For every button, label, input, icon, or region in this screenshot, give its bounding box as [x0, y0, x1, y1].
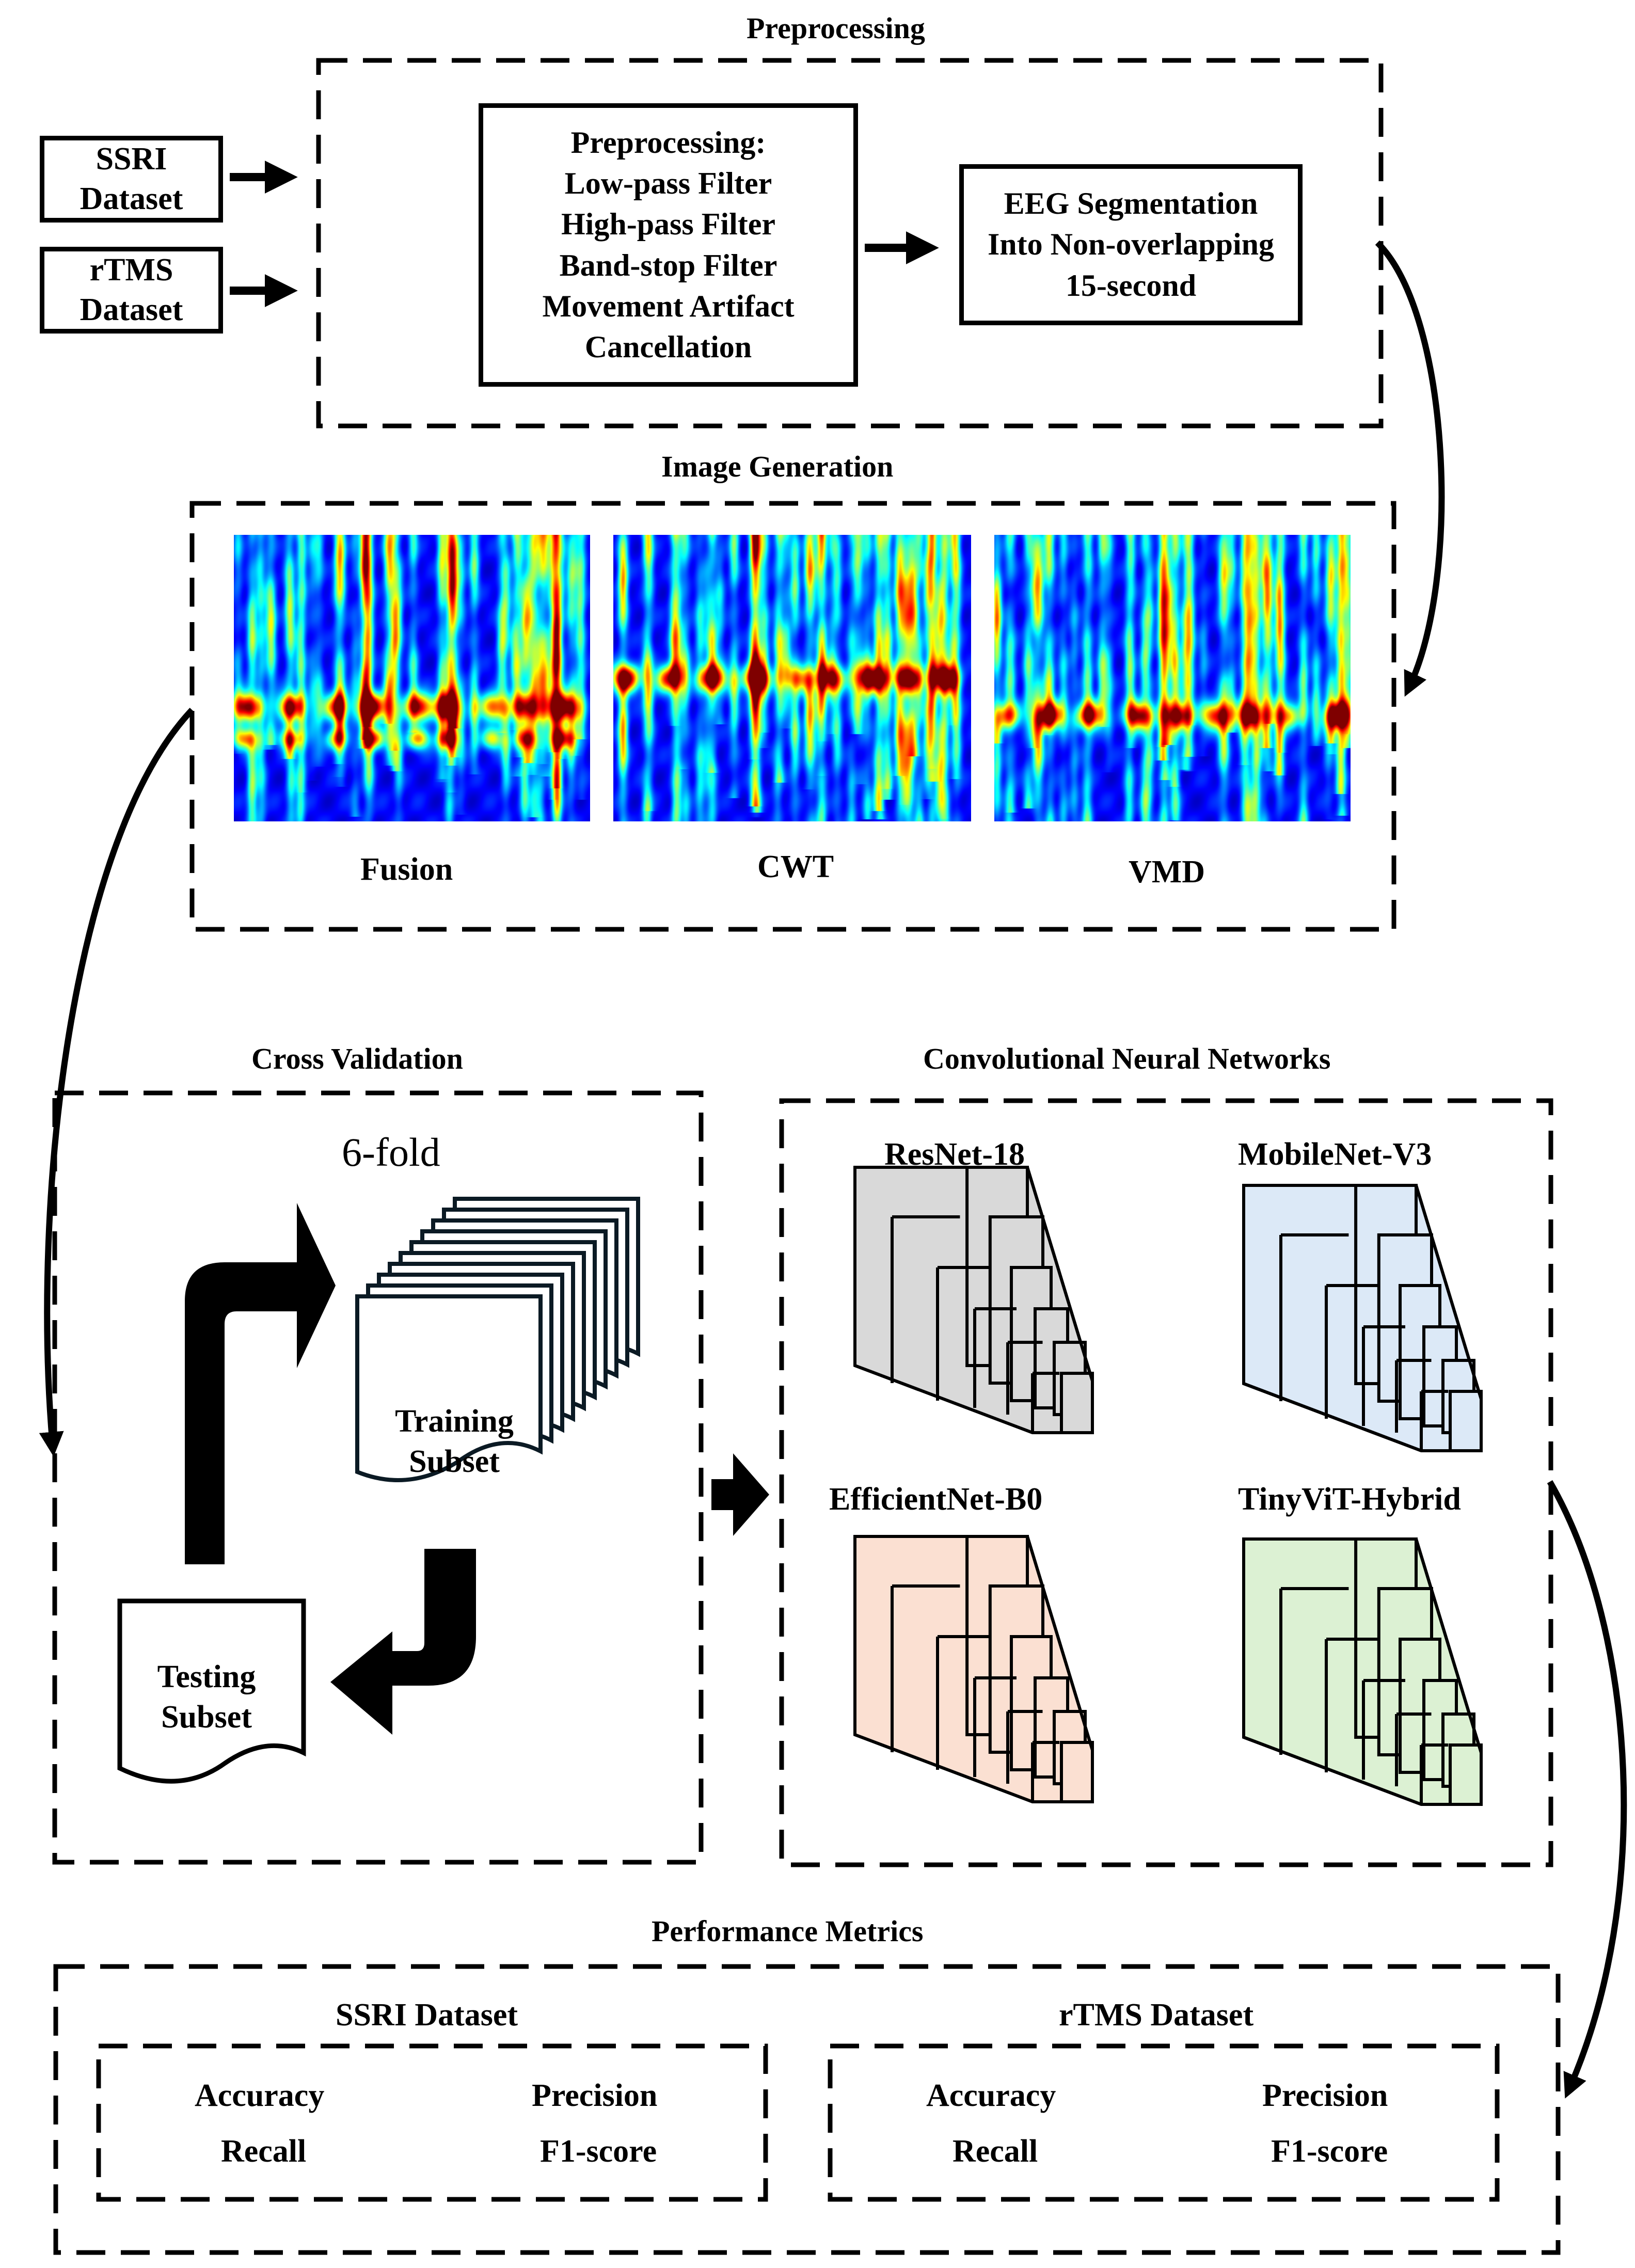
cnn-title: Convolutional Neural Networks	[923, 1042, 1331, 1075]
seg-line-1: EEG Segmentation	[1004, 186, 1258, 221]
network-layer-edge	[973, 1307, 1017, 1408]
network-layer-edge	[1362, 1325, 1405, 1426]
rtms-accuracy: Accuracy	[926, 2078, 1056, 2113]
pre-line-1: Preprocessing:	[570, 125, 766, 160]
resnet-label: ResNet-18	[884, 1137, 1025, 1172]
network-layer-edge	[1242, 1184, 1322, 1384]
tinyvit-block-icon	[1242, 1537, 1483, 1806]
testing-line-2: Subset	[161, 1699, 252, 1735]
network-layer-edge	[1362, 1679, 1405, 1780]
vmd-scalogram	[994, 535, 1351, 821]
network-layer-edge	[1006, 1341, 1043, 1415]
training-document-front	[355, 1294, 543, 1482]
cwt-label: CWT	[757, 849, 834, 884]
network-layer-edge	[1325, 1284, 1377, 1419]
network-layer-edge	[973, 1676, 1017, 1777]
segmentation-box: EEG Segmentation Into Non-overlapping 15…	[959, 164, 1303, 325]
rtms-metrics-container	[828, 2043, 1500, 2202]
testing-subset-label: Testing Subset	[119, 1657, 294, 1737]
rtms-line-1: rTMS	[89, 252, 173, 288]
network-layer-edge	[1031, 1741, 1060, 1802]
network-layer-edge	[1279, 1587, 1349, 1755]
pre-line-2: Low-pass Filter	[564, 166, 772, 201]
network-layer	[1449, 1390, 1483, 1452]
ssri-recall: Recall	[221, 2134, 307, 2169]
network-depth-lines	[1243, 1185, 1483, 1452]
network-layer-edge	[1395, 1359, 1432, 1433]
tinyvit-label: TinyViT-Hybrid	[1238, 1482, 1461, 1517]
pre-line-6: Cancellation	[584, 329, 752, 364]
network-layer-edge	[1031, 1372, 1060, 1433]
network-layer-edge	[1420, 1390, 1449, 1451]
network-depth-lines	[854, 1167, 1094, 1434]
cycle-down-arrow-icon	[330, 1549, 476, 1735]
testing-subset-document	[117, 1598, 306, 1784]
network-layer-edge	[853, 1535, 933, 1735]
network-layer-edge	[1242, 1537, 1322, 1737]
ssri-f1: F1-score	[540, 2134, 657, 2169]
seg-line-2: Into Non-overlapping	[987, 227, 1275, 262]
seg-line-3: 15-second	[1065, 268, 1197, 303]
network-layer	[1060, 1372, 1094, 1434]
fusion-scalogram	[234, 535, 590, 821]
preprocessing-steps-box: Preprocessing: Low-pass Filter High-pass…	[479, 103, 858, 387]
cv-to-cnn-arrow	[711, 1453, 769, 1536]
mobilenet-label: MobileNet-V3	[1238, 1137, 1432, 1172]
network-layer-edge	[1395, 1712, 1432, 1786]
training-subset-label: Training Subset	[359, 1402, 550, 1482]
fusion-label: Fusion	[360, 852, 453, 887]
rtms-precision: Precision	[1262, 2078, 1388, 2113]
fold-label: 6-fold	[342, 1130, 440, 1175]
network-layer	[1060, 1741, 1094, 1803]
network-layer-edge	[936, 1635, 989, 1770]
cross-validation-title: Cross Validation	[251, 1042, 463, 1075]
network-layer-edge	[1006, 1710, 1043, 1784]
training-line-1: Training	[395, 1404, 514, 1439]
cycle-up-arrow-icon	[185, 1203, 336, 1564]
ssri-precision: Precision	[532, 2078, 658, 2113]
segment-to-images-arrow	[1375, 240, 1445, 697]
network-depth-lines	[1243, 1539, 1483, 1806]
ssri-line-1: SSRI	[96, 141, 167, 177]
training-line-2: Subset	[409, 1444, 500, 1479]
mobilenet-block-icon	[1242, 1184, 1483, 1452]
rtms-dataset-box: rTMS Dataset	[40, 247, 223, 334]
performance-title: Performance Metrics	[652, 1914, 924, 1948]
network-layer-edge	[891, 1215, 960, 1383]
rtms-recall: Recall	[953, 2134, 1038, 2169]
network-layer-edge	[1279, 1233, 1349, 1401]
images-to-cv-arrow	[39, 707, 195, 1457]
network-layer	[1449, 1743, 1483, 1806]
efficientnet-label: EfficientNet-B0	[829, 1482, 1043, 1517]
pre-line-3: High-pass Filter	[561, 207, 775, 242]
resnet-block-icon	[853, 1166, 1094, 1434]
ssri-accuracy: Accuracy	[195, 2078, 325, 2113]
network-layer-edge	[1420, 1743, 1449, 1804]
pre-line-4: Band-stop Filter	[559, 248, 777, 282]
efficientnet-block-icon	[853, 1535, 1094, 1803]
preprocessing-title: Preprocessing	[747, 11, 925, 45]
network-layer-edge	[891, 1584, 960, 1752]
network-layer-edge	[1325, 1638, 1377, 1772]
cwt-scalogram	[613, 535, 971, 821]
cnn-to-metrics-arrow	[1547, 1480, 1627, 2099]
testing-line-1: Testing	[157, 1659, 256, 1694]
ssri-line-2: Dataset	[80, 181, 183, 216]
rtms-line-2: Dataset	[80, 292, 183, 327]
network-layer-edge	[936, 1266, 989, 1401]
ssri-metrics-title: SSRI Dataset	[336, 1997, 518, 2033]
network-depth-lines	[854, 1536, 1094, 1803]
rtms-metrics-title: rTMS Dataset	[1059, 1997, 1254, 2033]
network-layer-edge	[853, 1166, 933, 1366]
rtms-f1: F1-score	[1271, 2134, 1388, 2169]
training-subset-stack	[355, 1197, 640, 1482]
ssri-dataset-box: SSRI Dataset	[40, 136, 223, 223]
pre-line-5: Movement Artifact	[542, 289, 795, 323]
ssri-metrics-container	[96, 2043, 768, 2202]
image-generation-title: Image Generation	[661, 450, 894, 483]
vmd-label: VMD	[1129, 854, 1205, 890]
